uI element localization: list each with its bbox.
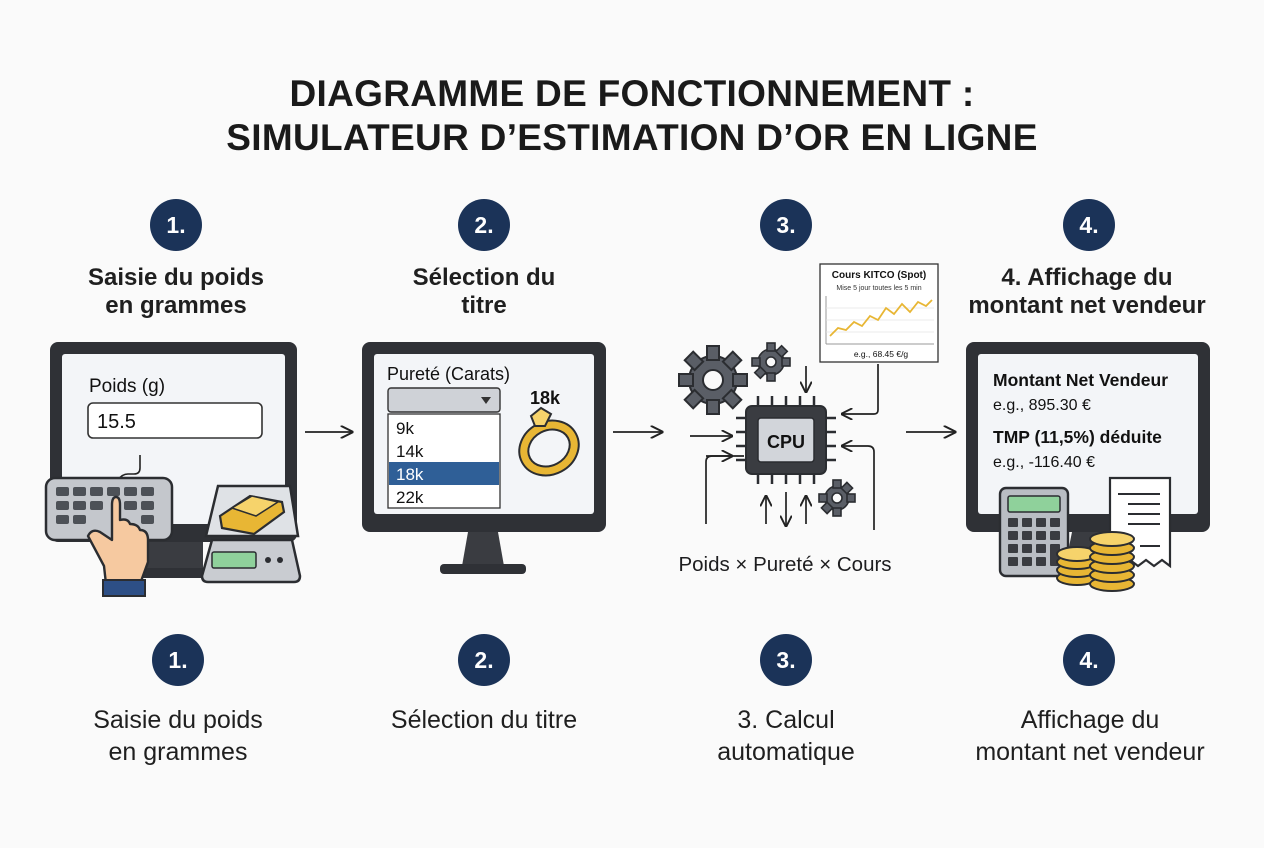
purity-option-18k[interactable]: 18k xyxy=(396,465,424,484)
kitco-price-card xyxy=(819,263,939,363)
kitco-value: e.g., 68.45 €/g xyxy=(854,349,909,359)
step-1-caption: Saisie du poids en grammes xyxy=(93,706,263,766)
cpu-flow-lines xyxy=(690,364,879,530)
net-amount-value: e.g., 895.30 € xyxy=(993,397,1091,414)
diagram-title: DIAGRAMME DE FONCTIONNEMENT : SIMULATEUR… xyxy=(0,72,1264,160)
cpu-label: CPU xyxy=(767,432,805,452)
lower-gear-icon xyxy=(818,479,856,517)
step-4-title-top: 4. Affichage du montant net vendeur xyxy=(968,264,1206,319)
step-2-badge-top: 2. xyxy=(458,199,510,251)
weight-field-label: Poids (g) xyxy=(89,376,165,397)
purity-options: 9k 14k 18k 22k xyxy=(389,419,499,507)
step-4-caption: Affichage du montant net vendeur xyxy=(975,706,1205,766)
purity-label: Pureté (Carats) xyxy=(387,364,510,384)
keyboard-icon xyxy=(44,476,174,542)
purity-option-highlight xyxy=(389,462,499,485)
large-gear-icon xyxy=(678,345,748,415)
cpu-chip-icon xyxy=(736,396,836,484)
tax-value: e.g., -116.40 € xyxy=(993,454,1095,471)
net-amount-label: Montant Net Vendeur xyxy=(993,370,1168,390)
purity-select[interactable] xyxy=(387,387,501,413)
purity-dropdown-list xyxy=(387,413,501,509)
title-line-1: DIAGRAMME DE FONCTIONNEMENT : xyxy=(289,73,975,114)
step-3-badge-top: 3. xyxy=(760,199,812,251)
small-gear-icon xyxy=(751,342,791,382)
weight-input-value: 15.5 xyxy=(97,411,136,433)
calculator-icon xyxy=(998,486,1070,578)
calculation-formula: Poids × Pureté × Cours xyxy=(678,553,891,576)
kitco-price-line xyxy=(829,299,933,337)
chevron-down-icon xyxy=(481,397,491,404)
step-1-badge-bottom: 1. xyxy=(152,634,204,686)
purity-option-22k[interactable]: 22k xyxy=(396,488,424,507)
purity-option-14k[interactable]: 14k xyxy=(396,442,424,461)
step-2-title-top: Sélection du titre xyxy=(412,264,556,319)
kitco-subtitle: Mise 5 jour toutes les 5 min xyxy=(836,285,921,292)
gold-coins-icon xyxy=(1056,531,1135,592)
step-4-badge-bottom: 4. xyxy=(1063,634,1115,686)
purity-option-9k[interactable]: 9k xyxy=(396,419,414,438)
step-3-caption: 3. Calcul automatique xyxy=(717,706,855,766)
step-1-title-top: Saisie du poids en grammes xyxy=(87,264,265,319)
tax-label: TMP (11,5%) déduite xyxy=(993,427,1162,447)
step-2-badge-bottom: 2. xyxy=(458,634,510,686)
pointing-hand-icon xyxy=(86,495,150,597)
step-1-badge-top: 1. xyxy=(150,199,202,251)
ring-karat-label: 18k xyxy=(530,388,561,408)
gold-ring-icon xyxy=(518,406,580,477)
step-3-badge-bottom: 3. xyxy=(760,634,812,686)
weight-input[interactable] xyxy=(87,402,263,439)
gold-bar-icon xyxy=(218,494,286,536)
step-2-caption: Sélection du titre xyxy=(390,706,578,734)
kitco-title: Cours KITCO (Spot) xyxy=(832,270,926,281)
title-line-2: SIMULATEUR D’ESTIMATION D’OR EN LIGNE xyxy=(226,117,1038,158)
step-4-badge-top: 4. xyxy=(1063,199,1115,251)
